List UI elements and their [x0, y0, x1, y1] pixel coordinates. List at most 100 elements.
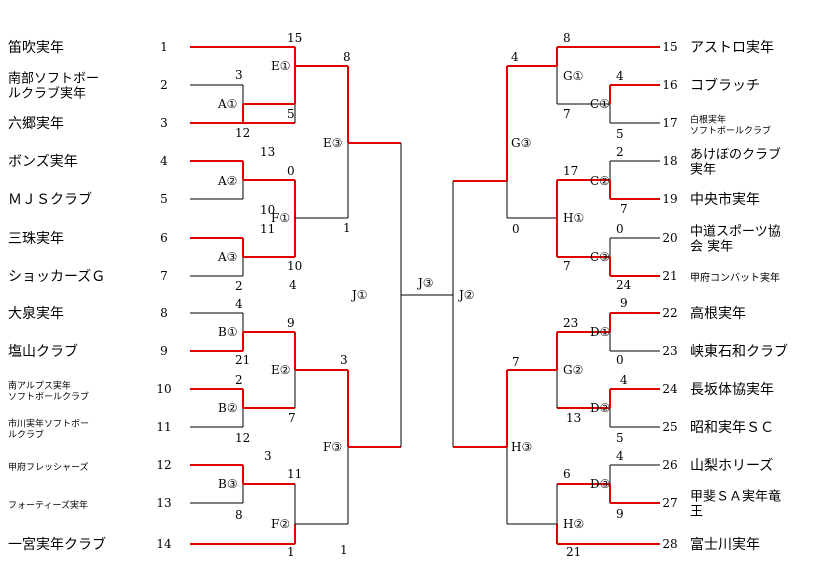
seed-number: 27: [662, 496, 677, 510]
team-name: 市川実年ソフトボー: [8, 418, 89, 430]
score-label: 4: [511, 50, 519, 64]
team-name: ショッカーズＧ: [8, 269, 105, 285]
team-name: 甲府フレッシャーズ: [8, 461, 89, 473]
team-name: ソフトボールクラブ: [690, 125, 771, 137]
team-name: 六郷実年: [8, 116, 64, 132]
seed-number: 21: [662, 269, 677, 283]
team-name: 笛吹実年: [8, 40, 64, 56]
team-name: アストロ実年: [690, 40, 774, 56]
score-label: 6: [563, 467, 571, 481]
score-label: 24: [616, 278, 632, 292]
match-label: D③: [590, 477, 610, 491]
score-label: 21: [235, 353, 250, 367]
match-label: H②: [563, 517, 584, 531]
score-label: 7: [620, 202, 628, 216]
seed-number: 17: [662, 116, 677, 130]
team-name: 山梨ホリーズ: [690, 458, 773, 474]
seed-number: 4: [160, 154, 168, 168]
match-label: G②: [563, 363, 583, 377]
team-name: コブラッチ: [690, 77, 760, 94]
match-label: F③: [323, 440, 342, 454]
score-label: 9: [620, 296, 628, 310]
team-name: 中央市実年: [690, 191, 760, 208]
seed-number: 8: [160, 306, 168, 320]
match-label: H③: [511, 440, 532, 454]
seed-number: 3: [160, 116, 168, 130]
seed-number: 12: [156, 458, 171, 472]
team-name: 実年: [690, 162, 716, 178]
match-label: C①: [590, 97, 610, 111]
team-name: ルクラブ: [8, 429, 44, 441]
team-name: 大泉実年: [8, 305, 64, 322]
score-label: 7: [512, 355, 520, 369]
score-label: 8: [235, 508, 243, 522]
team-name: あけぼのクラブ: [690, 147, 781, 163]
score-label: 10: [287, 259, 302, 273]
score-label: 5: [616, 431, 624, 445]
match-label: H①: [563, 211, 584, 225]
score-label: 5: [287, 107, 295, 121]
seed-number: 25: [662, 420, 677, 434]
match-label: A②: [217, 174, 237, 188]
score-label: 4: [235, 297, 243, 311]
team-name: 中道スポーツ協: [690, 225, 781, 240]
seed-number: 26: [662, 458, 677, 472]
seed-number: 16: [662, 78, 677, 92]
match-label: E①: [271, 59, 291, 73]
team-name: 富士川実年: [690, 536, 760, 553]
score-label: 9: [616, 507, 624, 521]
team-name: ソフトボールクラブ: [8, 391, 89, 403]
score-label: 9: [287, 316, 295, 330]
team-name: 三珠実年: [8, 231, 64, 247]
seed-number: 24: [662, 382, 678, 396]
seed-number: 5: [160, 192, 168, 206]
score-label: 2: [235, 279, 243, 293]
match-label: E③: [323, 136, 343, 150]
team-name: 峡東石和クラブ: [690, 343, 788, 360]
score-label: 4: [616, 69, 624, 83]
team-name: 高根実年: [690, 305, 746, 322]
score-label: 13: [260, 145, 275, 159]
score-label: 3: [235, 68, 243, 82]
score-label: 10: [260, 203, 275, 217]
score-label: 23: [563, 316, 578, 330]
team-name: 一宮実年クラブ: [8, 536, 106, 553]
match-label: J①: [350, 288, 368, 302]
seed-number: 1: [160, 40, 168, 54]
score-label: 7: [288, 411, 296, 425]
match-label: J②: [457, 288, 475, 302]
team-name: ボンズ実年: [8, 154, 78, 170]
score-label: 0: [512, 222, 520, 236]
score-label: 1: [340, 543, 348, 557]
match-label: C③: [590, 250, 610, 264]
score-label: 1: [343, 221, 351, 235]
score-label: 4: [616, 449, 624, 463]
seed-number: 6: [160, 231, 168, 245]
seed-number: 19: [662, 192, 677, 206]
score-label: 11: [287, 467, 302, 481]
seed-number: 10: [156, 382, 171, 396]
match-label: F①: [271, 211, 290, 225]
team-name: ルクラブ実年: [8, 86, 86, 102]
team-name: 南部ソフトボー: [8, 71, 99, 87]
match-label: D①: [590, 325, 610, 339]
score-label: 7: [563, 107, 571, 121]
team-name: 甲府コンバット実年: [690, 271, 780, 284]
score-label: 2: [616, 145, 624, 159]
seed-number: 18: [662, 154, 677, 168]
team-name: 白根実年: [690, 114, 726, 126]
match-label: F②: [271, 517, 290, 531]
match-label: G③: [511, 136, 531, 150]
match-label: C②: [590, 174, 610, 188]
seed-number: 2: [160, 78, 168, 92]
score-label: 0: [287, 164, 295, 178]
score-label: 0: [616, 222, 624, 236]
match-label: D②: [590, 401, 610, 415]
team-name: 南アルプス実年: [8, 380, 71, 392]
score-label: 3: [340, 353, 348, 367]
match-label: A③: [217, 250, 237, 264]
team-name: 王: [690, 505, 703, 520]
seed-number: 20: [662, 231, 677, 245]
team-name: 長坂体協実年: [690, 382, 774, 398]
